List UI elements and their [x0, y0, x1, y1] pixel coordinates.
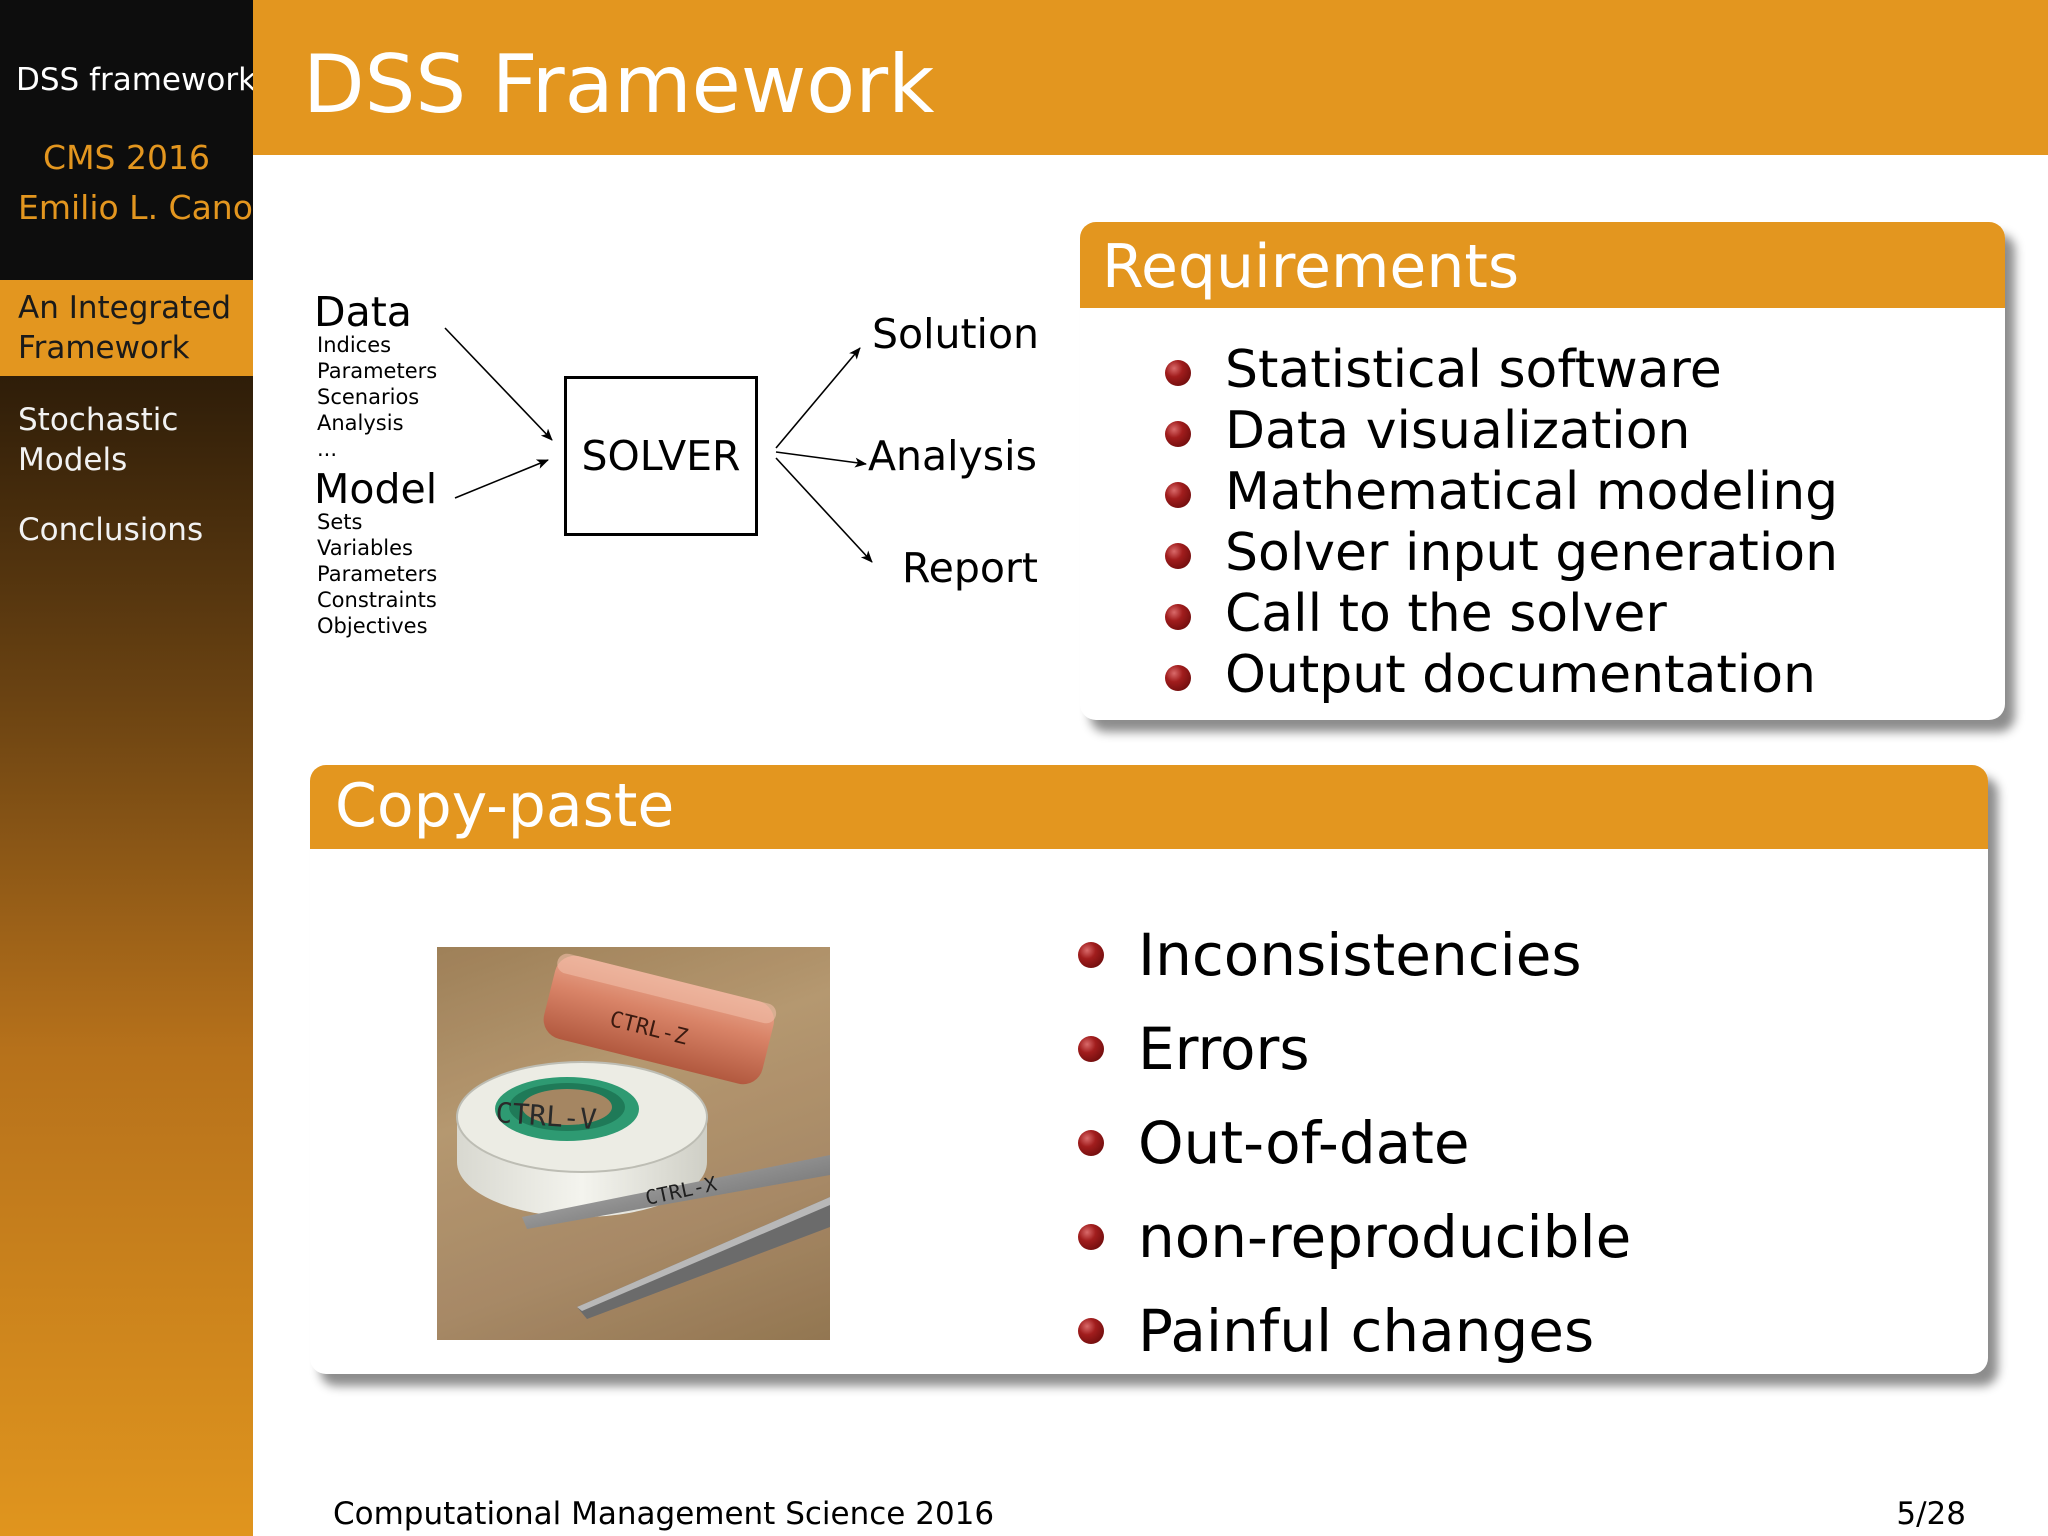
diagram-data-items: Indices Parameters Scenarios Analysis ..…: [317, 332, 437, 462]
requirement-item: Call to the solver: [1165, 584, 1838, 645]
model-item: Constraints: [317, 588, 437, 612]
diagram-data-label: Data: [314, 288, 412, 336]
diagram-output-report: Report: [902, 544, 1038, 592]
arrow-solver-to-analysis: [775, 451, 867, 468]
copy-paste-text: Out-of-date: [1138, 1109, 1470, 1177]
diagram-model-label: Model: [314, 465, 438, 513]
bullet-icon: [1165, 543, 1191, 569]
sidebar-item-integrated-framework[interactable]: An Integrated Framework: [0, 280, 253, 376]
bullet-icon: [1078, 1318, 1104, 1344]
requirements-title: Requirements: [1102, 232, 1520, 302]
bullet-icon: [1078, 1130, 1104, 1156]
model-item: Parameters: [317, 562, 438, 586]
copy-paste-list: Inconsistencies Errors Out-of-date non-r…: [1078, 908, 1631, 1378]
bullet-icon: [1078, 942, 1104, 968]
bullet-icon: [1165, 665, 1191, 691]
arrow-solver-to-solution: [775, 347, 861, 449]
solver-box: SOLVER: [564, 376, 758, 536]
sidebar-author: Emilio L. Cano: [18, 188, 253, 227]
copy-paste-title: Copy-paste: [335, 771, 675, 841]
bullet-icon: [1165, 360, 1191, 386]
arrow-solver-to-report: [775, 457, 873, 563]
copy-paste-item: Out-of-date: [1078, 1096, 1631, 1190]
requirement-item: Data visualization: [1165, 401, 1838, 462]
sidebar-conference: CMS 2016: [43, 138, 210, 177]
arrow-data-to-solver: [444, 327, 553, 441]
solver-label: SOLVER: [581, 432, 741, 480]
bullet-icon: [1078, 1036, 1104, 1062]
diagram-arrows: [444, 327, 873, 563]
data-item: Analysis: [317, 411, 404, 435]
copy-paste-item: Painful changes: [1078, 1284, 1631, 1378]
bullet-icon: [1165, 604, 1191, 630]
footer-page-number: 5/28: [1896, 1496, 1966, 1532]
copy-paste-item: Inconsistencies: [1078, 908, 1631, 1002]
bullet-icon: [1078, 1224, 1104, 1250]
requirement-text: Solver input generation: [1225, 523, 1839, 583]
requirement-item: Solver input generation: [1165, 523, 1838, 584]
model-item: Objectives: [317, 614, 428, 638]
requirement-item: Output documentation: [1165, 645, 1838, 706]
requirement-item: Mathematical modeling: [1165, 462, 1838, 523]
requirement-text: Mathematical modeling: [1225, 462, 1839, 522]
header-bar: DSS Framework: [253, 0, 2048, 155]
data-item: Parameters: [317, 359, 438, 383]
tape-text: CTRL-V: [495, 1096, 598, 1136]
requirements-list: Statistical software Data visualization …: [1165, 340, 1838, 706]
diagram-output-analysis: Analysis: [868, 432, 1037, 480]
data-item: ...: [317, 437, 338, 461]
requirement-text: Data visualization: [1225, 401, 1691, 461]
sidebar-item-stochastic-models[interactable]: Stochastic Models: [18, 402, 179, 478]
requirement-item: Statistical software: [1165, 340, 1838, 401]
sidebar: DSS framework CMS 2016 Emilio L. Cano An…: [0, 0, 257, 1536]
data-item: Scenarios: [317, 385, 420, 409]
requirement-text: Call to the solver: [1225, 584, 1667, 644]
footer-conference: Computational Management Science 2016: [333, 1496, 995, 1532]
dss-diagram: Data Indices Parameters Scenarios Analys…: [300, 280, 1060, 660]
diagram-output-solution: Solution: [872, 310, 1040, 358]
copy-paste-photo: CTRL-V CTRL-Z CTRL-X: [437, 947, 830, 1340]
requirements-header: Requirements: [1080, 222, 2005, 308]
copy-paste-text: non-reproducible: [1138, 1203, 1632, 1271]
sidebar-item-conclusions[interactable]: Conclusions: [18, 512, 204, 548]
copy-paste-text: Inconsistencies: [1138, 921, 1582, 989]
copy-paste-item: non-reproducible: [1078, 1190, 1631, 1284]
bullet-icon: [1165, 482, 1191, 508]
arrow-model-to-solver: [454, 459, 549, 499]
requirement-text: Statistical software: [1225, 340, 1722, 400]
copy-paste-item: Errors: [1078, 1002, 1631, 1096]
sidebar-title[interactable]: DSS framework: [16, 62, 257, 98]
photo-illustration: CTRL-V CTRL-Z CTRL-X: [437, 947, 830, 1340]
data-item: Indices: [317, 333, 392, 357]
requirements-block: Requirements Statistical software Data v…: [1080, 222, 2005, 720]
bullet-icon: [1165, 421, 1191, 447]
copy-paste-header: Copy-paste: [310, 765, 1988, 849]
copy-paste-text: Errors: [1138, 1015, 1310, 1083]
copy-paste-block: Copy-paste: [310, 765, 1988, 1374]
copy-paste-text: Painful changes: [1138, 1297, 1595, 1365]
model-item: Variables: [317, 536, 413, 560]
requirement-text: Output documentation: [1225, 645, 1816, 705]
model-item: Sets: [317, 510, 363, 534]
page-title: DSS Framework: [303, 38, 935, 131]
diagram-model-items: Sets Variables Parameters Constraints Ob…: [317, 509, 437, 639]
